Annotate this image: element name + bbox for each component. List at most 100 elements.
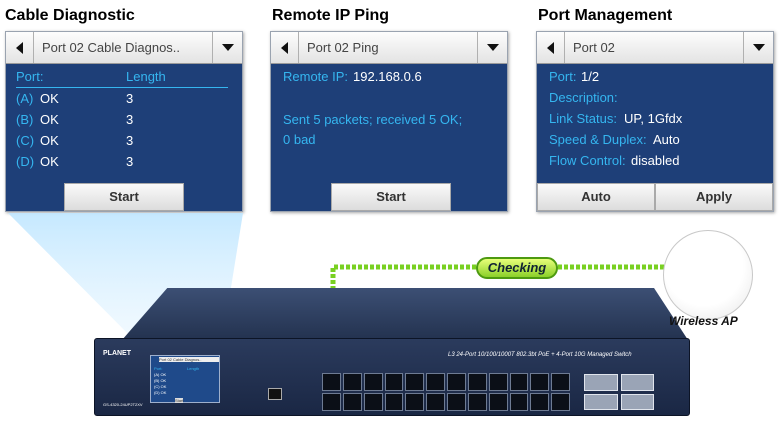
- speed-duplex-label: Speed & Duplex:: [549, 132, 647, 147]
- sfp-port: [620, 393, 654, 410]
- port-label: Port:: [549, 69, 577, 84]
- speed-duplex-value: Auto: [653, 132, 680, 147]
- prev-arrow-icon[interactable]: [271, 32, 299, 63]
- port-column-header: Port:: [16, 69, 44, 84]
- rj45-port: [405, 373, 425, 391]
- rj45-port: [530, 373, 550, 391]
- rj45-port: [509, 373, 529, 391]
- cable-port-dropdown[interactable]: Port 02 Cable Diagnos..: [42, 40, 181, 55]
- pair-length: 3: [126, 133, 134, 148]
- switch-top-surface: [122, 288, 688, 340]
- wireless-ap-device: [663, 230, 753, 320]
- header-divider: [16, 87, 228, 88]
- rj45-port: [322, 373, 341, 391]
- rj45-port: [509, 393, 529, 411]
- cable-diagnostic-heading: Cable Diagnostic: [5, 7, 135, 24]
- pair-label: (B): [16, 112, 34, 127]
- rj45-port: [363, 393, 383, 411]
- rj45-port: [467, 373, 487, 391]
- sfp-port: [584, 393, 618, 410]
- link-status-label: Link Status:: [549, 111, 617, 126]
- prev-arrow-icon[interactable]: [6, 32, 34, 63]
- lcd-row: (C) OK: [154, 384, 167, 389]
- ping-port-selector: Port 02 Ping: [271, 32, 507, 64]
- cable-button-bar: Start: [6, 183, 242, 211]
- management-port-dropdown[interactable]: Port 02: [573, 40, 615, 55]
- apply-button[interactable]: Apply: [655, 183, 773, 211]
- cable-diagnostic-panel: Port 02 Cable Diagnos.. Port: Length (A)…: [5, 31, 243, 212]
- lcd-row: (A) OK: [154, 372, 167, 377]
- lcd-start: Start: [175, 398, 184, 403]
- rj45-port: [467, 393, 487, 411]
- ping-start-button[interactable]: Start: [331, 183, 451, 211]
- pair-length: 3: [126, 154, 134, 169]
- remote-ip-ping-panel: Port 02 Ping Remote IP: 192.168.0.6 Sent…: [270, 31, 508, 212]
- rj45-port: [551, 373, 570, 391]
- switch-model: GS-4320-24UP2T2XV: [103, 402, 143, 407]
- pair-label: (A): [16, 91, 34, 106]
- ping-result-line1: Sent 5 packets; received 5 OK;: [283, 112, 463, 127]
- switch-lcd-screen: Port 02 Cable Diagnos.. Port: Length (A)…: [150, 355, 220, 403]
- rj45-port: [426, 393, 445, 411]
- wireless-ap-label: Wireless AP: [669, 314, 738, 328]
- dropdown-arrow-icon[interactable]: [477, 32, 507, 63]
- pair-label: (D): [16, 154, 35, 169]
- cable-start-button[interactable]: Start: [64, 183, 184, 211]
- rj45-port-array: [322, 373, 570, 411]
- lcd-row: (D) OK: [154, 390, 167, 395]
- ping-result-line2: 0 bad: [283, 132, 316, 147]
- pair-status: OK: [40, 154, 59, 169]
- rj45-port: [551, 393, 570, 411]
- link-status-value: UP, 1Gfdx: [624, 111, 683, 126]
- rj45-port: [426, 373, 445, 391]
- sfp-port-array: [584, 374, 654, 410]
- auto-button[interactable]: Auto: [537, 183, 655, 211]
- rj45-port: [530, 393, 550, 411]
- rj45-port: [342, 393, 362, 411]
- management-port-selector: Port 02: [537, 32, 773, 64]
- rj45-port: [488, 373, 508, 391]
- lcd-length-header: Length: [187, 366, 200, 371]
- remote-ip-label: Remote IP:: [283, 69, 349, 84]
- pair-length: 3: [126, 91, 134, 106]
- ping-port-dropdown[interactable]: Port 02 Ping: [307, 40, 379, 55]
- cable-port-selector: Port 02 Cable Diagnos..: [6, 32, 242, 64]
- management-button-bar: Auto Apply: [537, 183, 773, 211]
- rj45-port: [488, 393, 508, 411]
- pair-status: OK: [40, 112, 59, 127]
- lcd-port-header: Port:: [154, 366, 163, 371]
- description-label: Description:: [549, 90, 618, 105]
- pair-status: OK: [40, 133, 59, 148]
- rj45-port: [322, 393, 341, 411]
- pair-status: OK: [40, 91, 59, 106]
- rj45-port: [405, 393, 425, 411]
- length-column-header: Length: [126, 69, 166, 84]
- switch-title: L3 24-Port 10/100/1000T 802.3bt PoE + 4-…: [448, 352, 632, 358]
- pair-label: (C): [16, 133, 35, 148]
- sfp-port: [620, 374, 654, 391]
- rj45-port: [447, 373, 466, 391]
- rj45-port: [384, 393, 404, 411]
- rj45-port: [342, 373, 362, 391]
- rj45-port: [384, 373, 404, 391]
- rj45-port: [447, 393, 466, 411]
- console-port: [268, 388, 282, 400]
- port-value: 1/2: [581, 69, 600, 84]
- checking-badge: Checking: [476, 257, 558, 279]
- dropdown-arrow-icon[interactable]: [212, 32, 242, 63]
- port-management-heading: Port Management: [538, 7, 673, 24]
- lcd-dropdown: Port 02 Cable Diagnos..: [159, 357, 219, 362]
- dropdown-arrow-icon[interactable]: [743, 32, 773, 63]
- remote-ip-value: 192.168.0.6: [353, 69, 422, 84]
- flow-control-value: disabled: [631, 153, 680, 168]
- sfp-port: [584, 374, 618, 391]
- prev-arrow-icon[interactable]: [537, 32, 565, 63]
- planet-logo: PLANET: [103, 350, 131, 357]
- pair-length: 3: [126, 112, 134, 127]
- ping-button-bar: Start: [271, 183, 507, 211]
- remote-ip-ping-heading: Remote IP Ping: [272, 7, 390, 24]
- lcd-row: (B) OK: [154, 378, 167, 383]
- flow-control-label: Flow Control:: [549, 153, 626, 168]
- rj45-port: [363, 373, 383, 391]
- port-management-panel: Port 02 Port: 1/2 Description: Link Stat…: [536, 31, 774, 212]
